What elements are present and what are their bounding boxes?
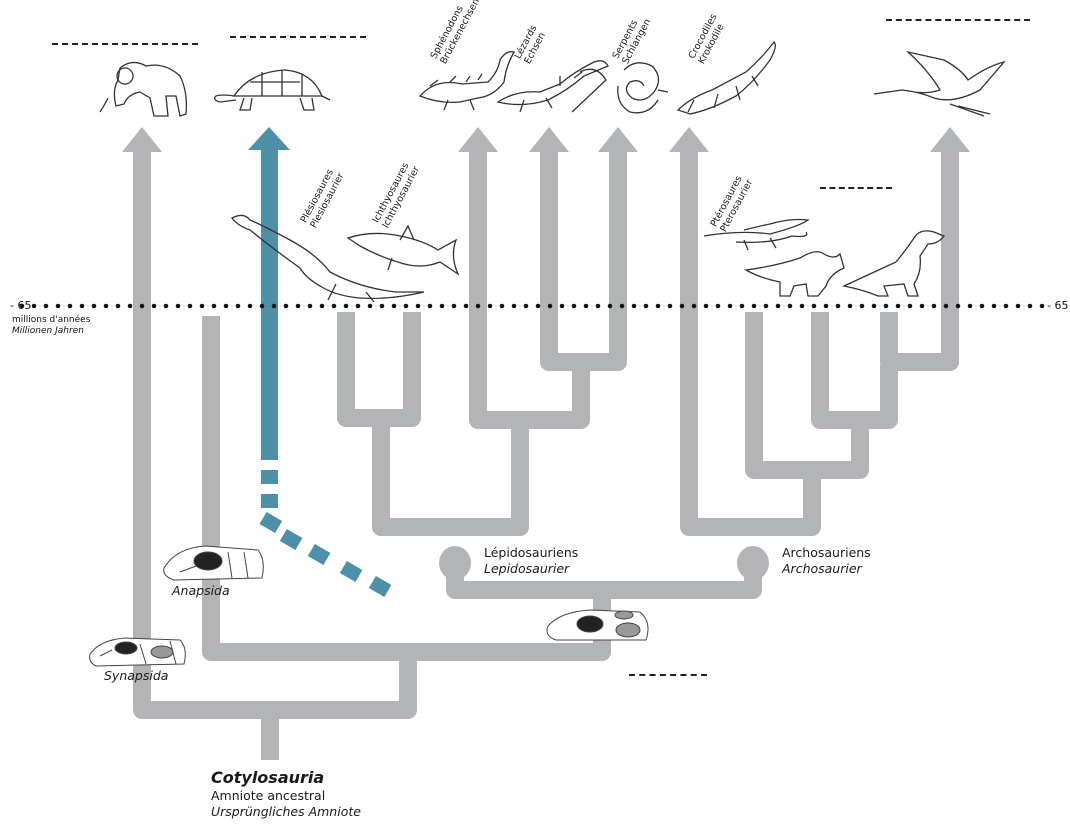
time-left-label: - 65 [10, 299, 32, 312]
arrow-croc [669, 127, 709, 152]
lizard-snake-fork [540, 150, 627, 371]
lepido-crown-fork [469, 150, 590, 429]
archo-node [737, 546, 769, 580]
crocodile-icon [676, 41, 776, 115]
time-unit-de: Millionen Jahren [12, 326, 84, 336]
lepido-node [439, 546, 471, 580]
label-anapsida: Anapsida [172, 583, 230, 598]
skull-synapsida [89, 637, 186, 667]
placeholder-line-mammal [52, 43, 198, 45]
chimpanzee-icon [99, 61, 188, 117]
clade-archosauria: Archosauriens Archosaurier [782, 545, 871, 576]
dino-bird-fork [880, 150, 959, 371]
arrow-snake [598, 127, 638, 152]
root-name: Cotylosauria [211, 768, 325, 787]
snake-icon [617, 62, 669, 114]
theropod-dinosaur-icon [841, 230, 946, 297]
clade-lepidosauria: Lépidosauriens Lepidosaurier [484, 545, 579, 576]
bird-icon [873, 50, 1006, 117]
plesio-ichthyo-fork [337, 312, 421, 427]
placeholder-line-diapsida [629, 674, 707, 676]
turtle-icon [214, 69, 331, 111]
skull-anapsida [163, 545, 264, 581]
placeholder-line-bird [886, 19, 1030, 21]
archo-fork [680, 150, 821, 536]
label-synapsida: Synapsida [104, 668, 169, 683]
root-fork [133, 150, 417, 719]
sauropod-dinosaur-icon [744, 251, 845, 297]
root-fr: Amniote ancestral [211, 788, 326, 803]
arrow-sphenodon [458, 127, 498, 152]
lizard-icon [496, 60, 609, 113]
sphenodon-icon [418, 51, 515, 111]
ichthyosaur-icon [346, 224, 460, 276]
arrow-mammal [122, 127, 162, 152]
root-de: Ursprüngliches Amniote [211, 804, 361, 819]
root-label: Cotylosauria Amniote ancestral Ursprüngl… [211, 768, 361, 820]
dino-fork [811, 312, 898, 429]
arrow-bird [930, 127, 970, 152]
arrow-lizard [529, 127, 569, 152]
skull-diapsida [546, 609, 649, 641]
time-right-label: - 65 [1047, 299, 1069, 312]
lepido-fork [372, 425, 529, 536]
time-unit-fr: millions d'années [12, 315, 91, 325]
pterosaur-icon [703, 218, 810, 251]
placeholder-line-turtle [230, 36, 366, 38]
plesiosaur-icon [231, 214, 425, 303]
ptero-dino-fork [745, 312, 869, 479]
placeholder-line-dinosaur [820, 187, 892, 189]
turtle-lineage [248, 127, 392, 598]
